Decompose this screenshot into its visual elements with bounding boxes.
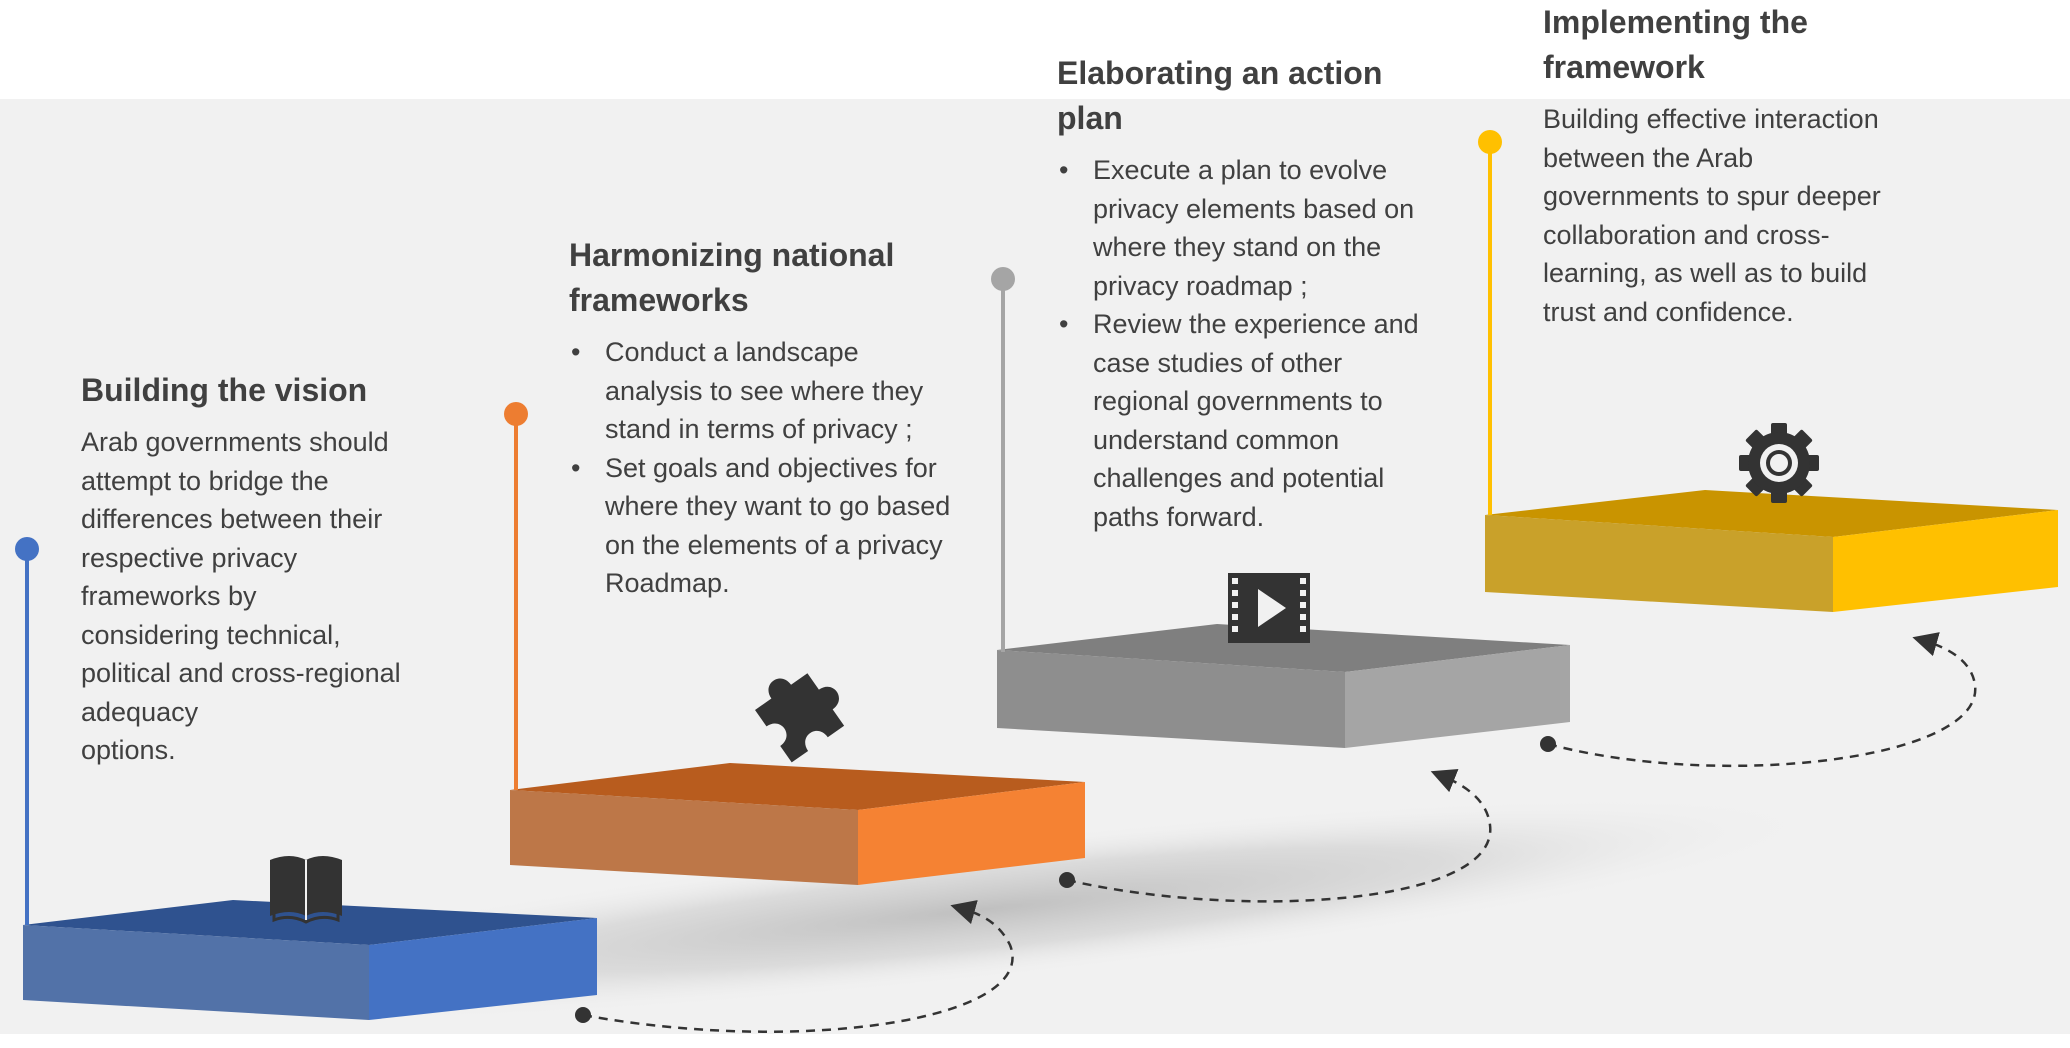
connector-3-4 (1547, 632, 1977, 768)
step-4-body: Building effective interaction between t… (1543, 100, 1943, 331)
step-1-body-line: Arab governments should (81, 427, 389, 457)
connector-dots (575, 736, 1556, 1023)
step-2-bullet: Set goals and objectives for where they … (569, 449, 959, 603)
step-1-body-line: adequacy (81, 696, 199, 727)
step-3-text: Elaborating an action plan Execute a pla… (1057, 51, 1437, 536)
step-1-body-line: differences between their (81, 504, 383, 534)
video-play-icon (1228, 573, 1310, 643)
step-1-body-line: attempt to bridge the (81, 465, 329, 496)
step-2-platform (504, 402, 1085, 885)
step-3-top (997, 624, 1570, 672)
step-1-body-line: options. (81, 735, 176, 765)
connector-dot-3 (1540, 736, 1556, 752)
step-2-left (510, 790, 858, 885)
step-3-right (1345, 645, 1570, 748)
step-2-top (510, 763, 1085, 810)
step-1-title: Building the vision (81, 372, 368, 408)
step-1-platform (15, 537, 597, 1020)
book-icon (270, 856, 342, 924)
step-3-bullets: Execute a plan to evolve privacy element… (1057, 151, 1437, 536)
step-4-body-line: between the Arab (1543, 142, 1754, 173)
step-1-body-line: considering technical, (81, 619, 341, 650)
step-4-body-line: collaboration and cross- (1543, 219, 1830, 250)
step-4-text: Implementing the framework Building effe… (1543, 0, 1943, 331)
step-3-title: Elaborating an action plan (1057, 55, 1383, 136)
step-4-body-line: trust and confidence. (1543, 296, 1794, 327)
step-1-pin-head (15, 537, 39, 561)
puzzle-icon (755, 673, 845, 763)
connector-2-3 (1066, 768, 1492, 903)
step-4-pin-head (1478, 130, 1502, 154)
step-4-platform (1478, 130, 2058, 612)
step-4-body-line: Building effective interaction (1543, 104, 1879, 134)
step-1-top (23, 900, 597, 945)
step-1-body-line: frameworks by (81, 581, 257, 611)
step-1-left (23, 925, 369, 1020)
step-1-text: Building the vision Arab governments sho… (81, 368, 441, 770)
step-3-bullet: Review the experience and case studies o… (1057, 305, 1437, 536)
connector-dot-2 (1059, 872, 1075, 888)
step-3-platform (991, 267, 1570, 748)
connector-1-2 (582, 900, 1014, 1033)
step-2-text: Harmonizing national frameworks Conduct … (569, 233, 959, 603)
step-4-top (1485, 490, 2058, 537)
step-4-body-line: governments to spur deeper (1543, 181, 1881, 211)
step-1-body: Arab governments should attempt to bridg… (81, 423, 441, 770)
step-1-body-line: political and cross-regional (81, 658, 401, 688)
connector-arrows (582, 632, 1977, 1033)
step-2-title: Harmonizing national frameworks (569, 237, 895, 318)
step-4-right (1833, 510, 2058, 612)
step-3-bullet: Execute a plan to evolve privacy element… (1057, 151, 1437, 305)
step-2-right (858, 782, 1085, 885)
step-3-left (997, 650, 1345, 748)
step-1-body-line: respective privacy (81, 542, 298, 573)
step-2-pin-head (504, 402, 528, 426)
connector-dot-1 (575, 1007, 591, 1023)
gear-icon (1739, 423, 1819, 503)
step-4-left (1485, 515, 1833, 612)
step-4-body-line: learning, as well as to build (1543, 258, 1868, 288)
step-4-title: Implementing the framework (1543, 4, 1808, 85)
step-2-bullets: Conduct a landscape analysis to see wher… (569, 333, 959, 603)
step-2-bullet: Conduct a landscape analysis to see wher… (569, 333, 959, 449)
step-3-pin-head (991, 267, 1015, 291)
step-1-right (369, 918, 597, 1020)
